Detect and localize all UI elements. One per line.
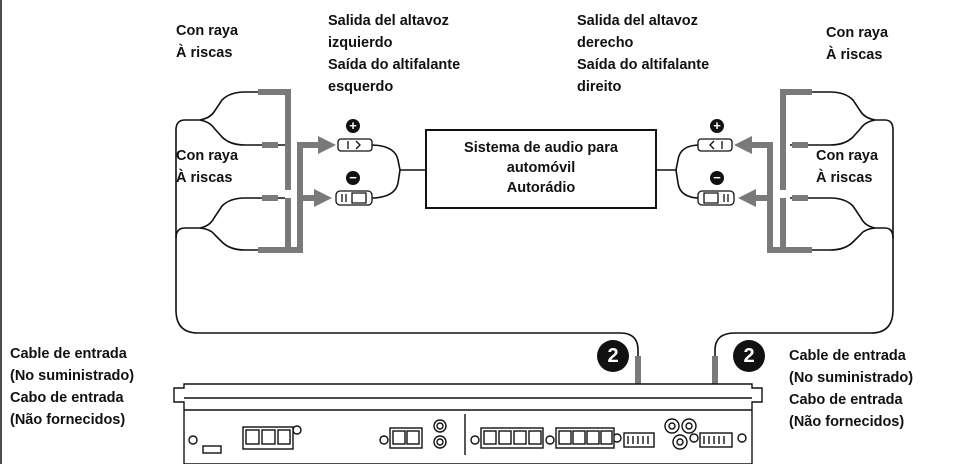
- stripe-label-line: À riscas: [816, 170, 873, 186]
- stripe-label-line: À riscas: [176, 45, 233, 61]
- input-cable-line: (No suministrado): [10, 368, 135, 384]
- step-badge-right: 2: [733, 340, 765, 372]
- car-audio-system-box: Sistema de audio para automóvil Autorádi…: [425, 129, 657, 209]
- right-plug-minus: [697, 190, 735, 206]
- right-wiring: [657, 91, 894, 356]
- left-arrows: [258, 89, 330, 253]
- right-output-line: Salida del altavoz: [577, 13, 698, 29]
- left-output-line: Saída do altifalante: [328, 57, 461, 73]
- center-box-line-1: Sistema de audio para: [464, 140, 618, 156]
- right-output-line: Saída do altifalante: [577, 57, 710, 73]
- left-output-line: Salida del altavoz: [328, 13, 449, 29]
- plus-marker-right: +: [710, 119, 724, 133]
- stripe-label-mid-right: Con raya À riscas: [816, 145, 878, 189]
- minus-marker-left: −: [346, 171, 360, 185]
- input-cable-line: Cabo de entrada: [789, 392, 903, 408]
- input-cable-line: Cable de entrada: [789, 348, 906, 364]
- stripe-label-line: Con raya: [176, 148, 239, 164]
- input-cable-label-right: Cable de entrada (No suministrado) Cabo …: [789, 345, 913, 433]
- stripe-label-line: Con raya: [826, 25, 889, 41]
- right-output-line: derecho: [577, 35, 634, 51]
- stripe-label-line: Con raya: [176, 23, 239, 39]
- minus-marker-right: −: [710, 171, 724, 185]
- left-output-line: esquerdo: [328, 79, 394, 95]
- plus-marker-left: +: [346, 119, 360, 133]
- center-box-line-3: Autorádio: [506, 180, 576, 196]
- input-cable-line: Cable de entrada: [10, 346, 127, 362]
- right-plug-plus: [697, 138, 733, 152]
- left-output-line: izquierdo: [328, 35, 393, 51]
- left-wiring: [175, 91, 639, 356]
- input-cable-label-left: Cable de entrada (No suministrado) Cabo …: [10, 343, 134, 431]
- left-plug-plus: [337, 138, 373, 152]
- step-badge-left: 2: [597, 340, 629, 372]
- center-box-line-2: automóvil: [506, 160, 576, 176]
- left-speaker-output-label: Salida del altavoz izquierdo Saída do al…: [328, 10, 460, 98]
- stripe-label-mid-left: Con raya À riscas: [176, 145, 238, 189]
- input-cable-line: Cabo de entrada: [10, 390, 124, 406]
- stripe-label-top-left: Con raya À riscas: [176, 20, 238, 64]
- amplifier-unit: [173, 383, 763, 464]
- left-plug-minus: [335, 190, 373, 206]
- right-speaker-output-label: Salida del altavoz derecho Saída do alti…: [577, 10, 709, 98]
- input-cable-line: (No suministrado): [789, 370, 914, 386]
- stripe-label-line: À riscas: [176, 170, 233, 186]
- right-arrows: [745, 89, 812, 253]
- stripe-label-line: Con raya: [816, 148, 879, 164]
- input-cable-line: (Não fornecidos): [10, 412, 126, 428]
- input-cable-line: (Não fornecidos): [789, 414, 905, 430]
- stripe-label-top-right: Con raya À riscas: [826, 22, 888, 66]
- stripe-label-line: À riscas: [826, 47, 883, 63]
- right-output-line: direito: [577, 79, 622, 95]
